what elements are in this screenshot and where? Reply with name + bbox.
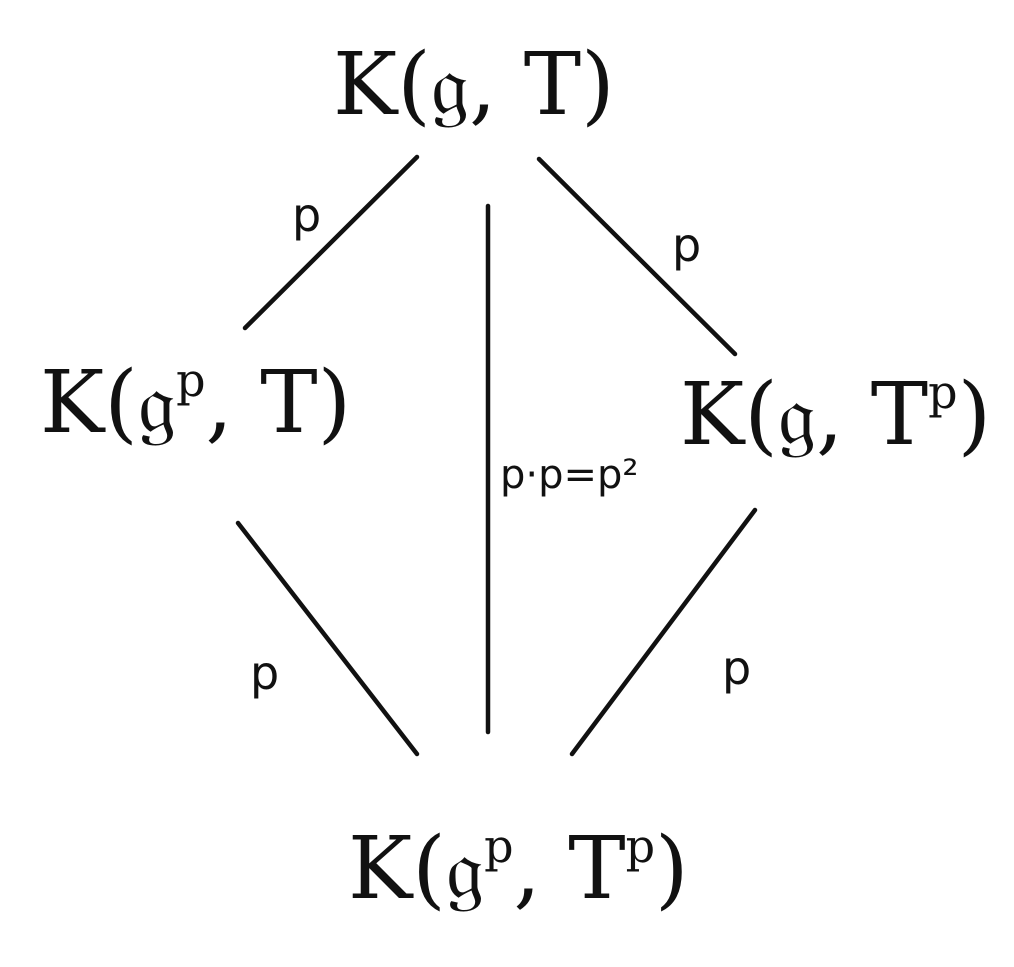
edge-label-top-right: p [672,218,702,272]
node-bottom-exponent-1: p [484,819,514,874]
node-bottom-suffix: ) [655,819,689,919]
node-right-suffix: ) [957,365,992,465]
edge-label-right-bottom: p [722,641,752,695]
edge-label-top-left: p [292,188,322,242]
edge-label-left-bottom: p [250,646,280,700]
edge-right-bottom [569,507,758,757]
edge-top-left [242,154,420,331]
node-bottom-mid: , T [513,819,626,919]
node-top: K(𝔤, T) [333,42,615,128]
node-bottom-prefix: K(𝔤 [348,819,485,919]
node-left-exponent: p [176,353,206,408]
node-top-suffix: ) [581,35,615,135]
node-bottom-exponent-2: p [625,819,656,874]
node-right-exponent: p [928,365,958,420]
node-right-prefix: K(𝔤, T [680,365,929,465]
node-right: K(𝔤, Tp) [680,369,991,458]
edge-left-bottom [235,520,420,757]
node-left-prefix: K(𝔤 [40,353,177,453]
node-left: K(𝔤p, T) [40,357,351,446]
node-top-prefix: K(𝔤, T [333,35,582,135]
edge-top-right [536,156,738,357]
node-left-suffix: , T) [205,353,352,453]
edge-label-center: p·p=p² [500,452,639,498]
node-bottom: K(𝔤p, Tp) [348,823,689,912]
